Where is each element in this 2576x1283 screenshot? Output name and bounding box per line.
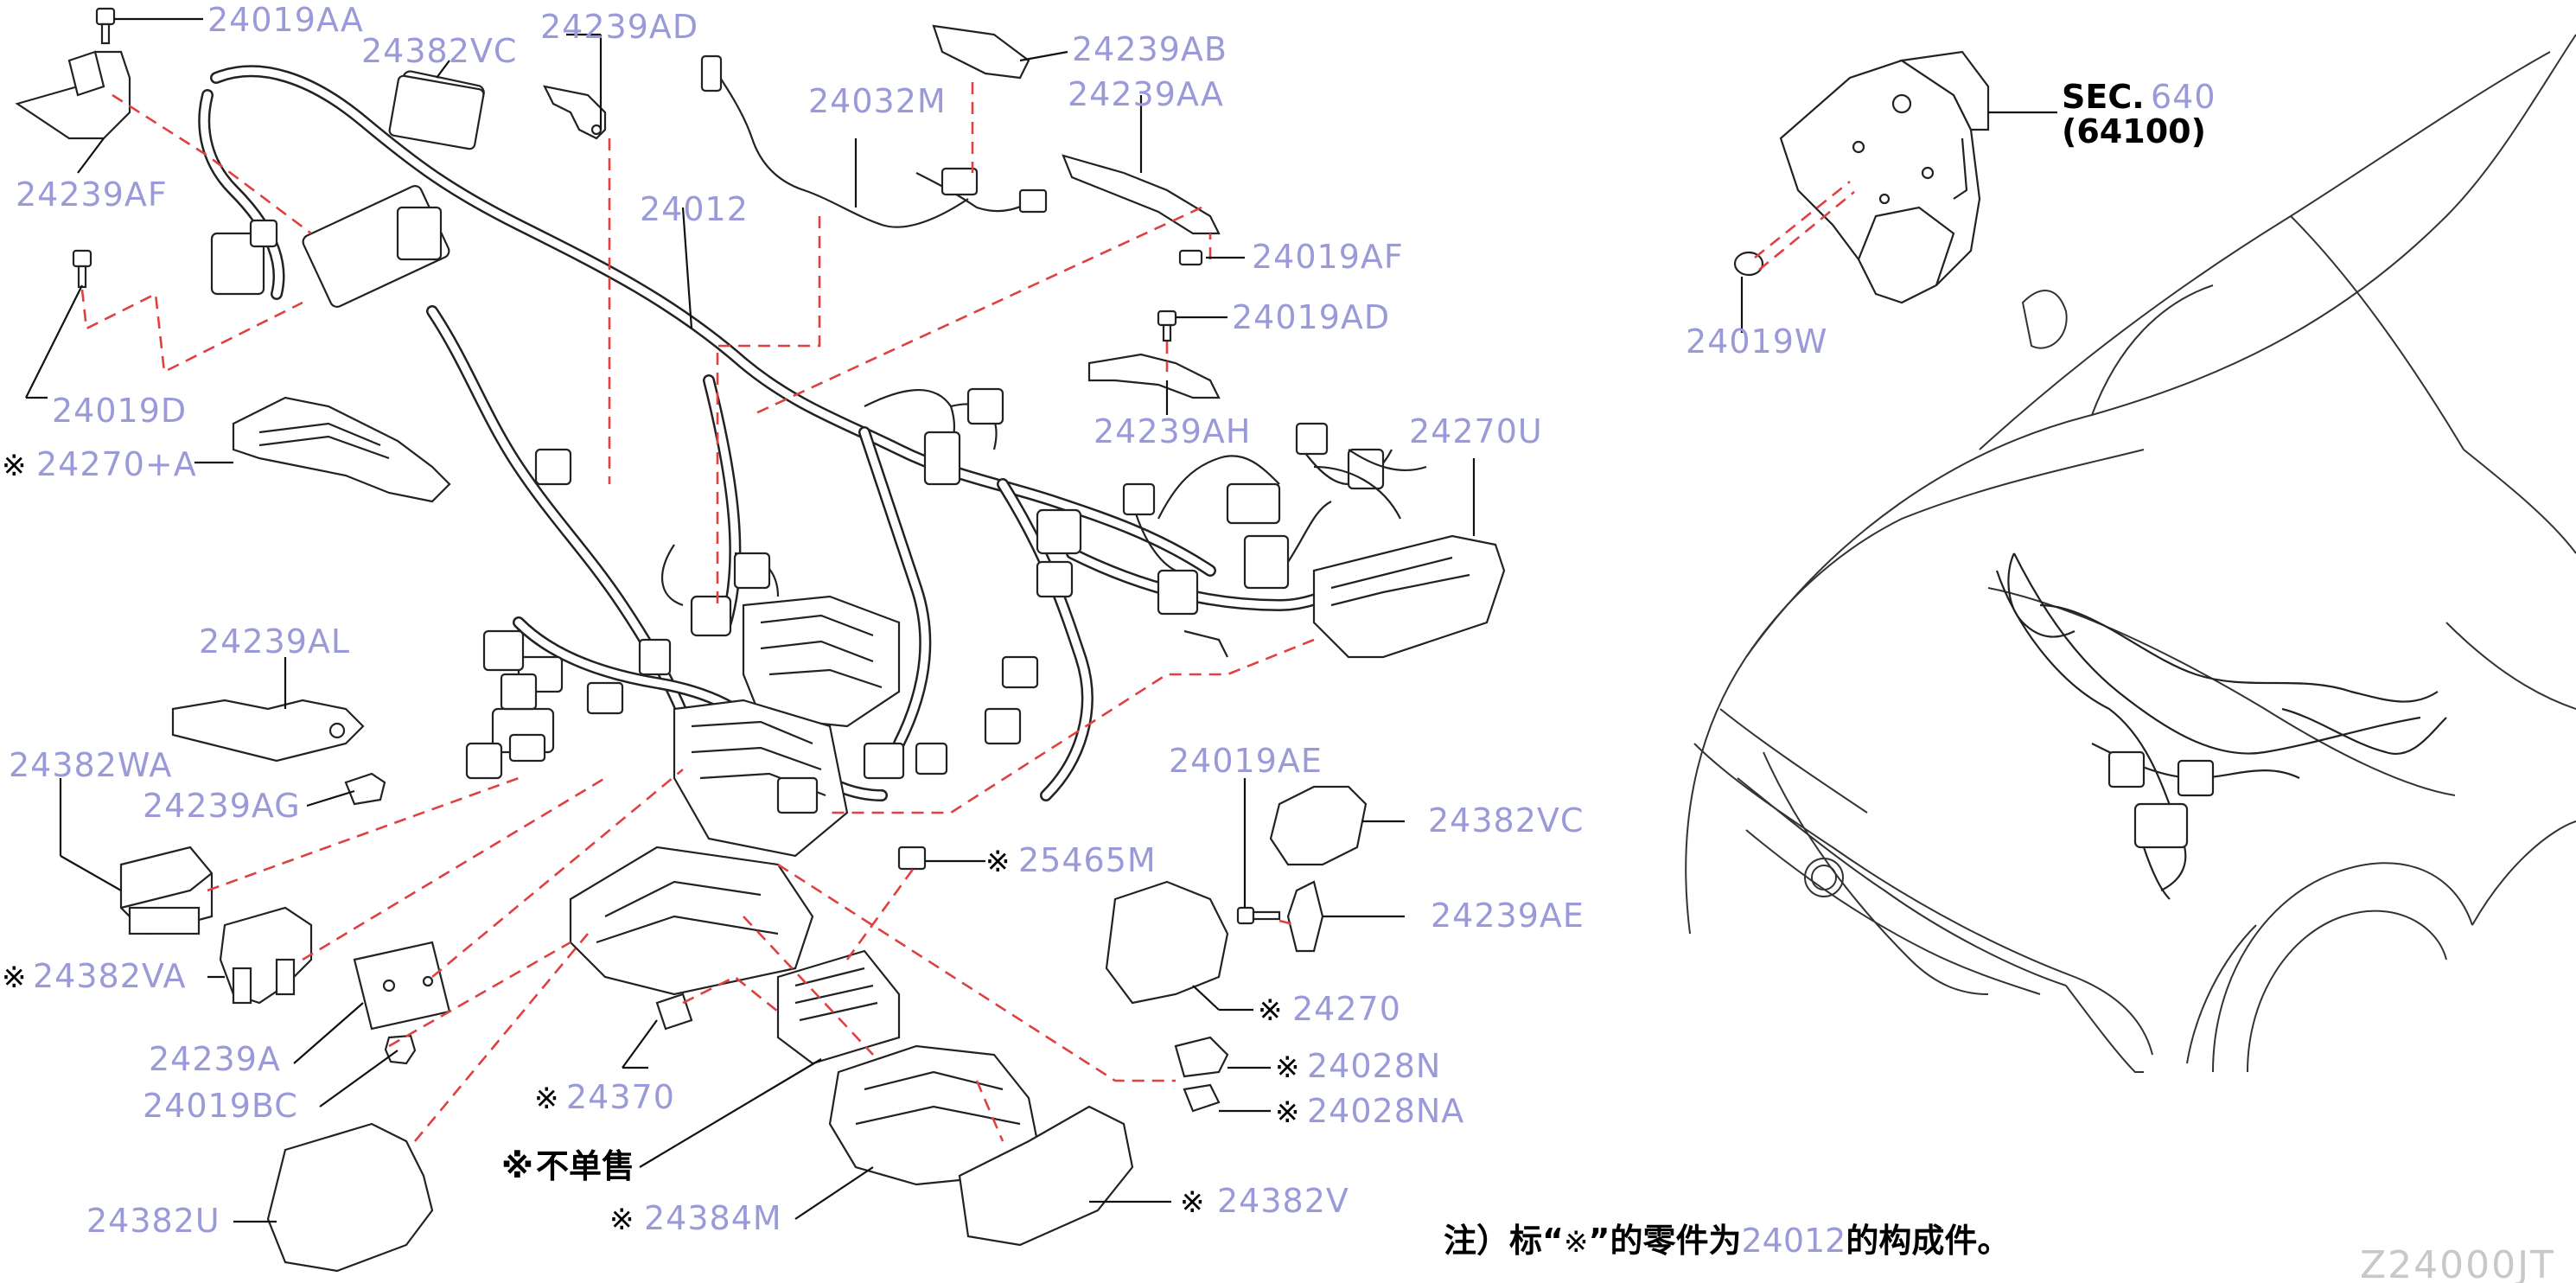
label-24382U[interactable]: 24382U (86, 1202, 220, 1240)
label-24019D[interactable]: 24019D (52, 392, 187, 430)
label-24239AE[interactable]: 24239AE (1431, 897, 1584, 935)
mark-24270: ※ (1258, 993, 1283, 1028)
label-24019W[interactable]: 24019W (1686, 322, 1827, 361)
label-24239AB[interactable]: 24239AB (1072, 30, 1227, 68)
mark-not-sold: ※ (501, 1147, 533, 1185)
mark-24270A: ※ (2, 449, 27, 483)
part-labels: 24019AA 24382VC 24239AD 24239AB 24032M 2… (2, 1, 2216, 1240)
label-24270[interactable]: 24270 (1292, 990, 1401, 1028)
label-24239A[interactable]: 24239A (149, 1040, 281, 1078)
mark-24370: ※ (534, 1082, 559, 1116)
label-24019BC[interactable]: 24019BC (143, 1087, 298, 1125)
label-24370[interactable]: 24370 (566, 1078, 675, 1116)
label-24239AH[interactable]: 24239AH (1094, 412, 1251, 450)
parts (15, 7, 1506, 1273)
footnote-prefix: 注）标“ (1444, 1222, 1564, 1260)
label-24019AA[interactable]: 24019AA (207, 1, 364, 39)
label-24384M[interactable]: 24384M (644, 1199, 782, 1237)
label-24239AF[interactable]: 24239AF (16, 176, 168, 214)
label-24382VC-top[interactable]: 24382VC (361, 32, 517, 70)
diagram-code: Z24000JT (2360, 1243, 2555, 1283)
footnote: 注）标“※”的零件为24012的构成件。 Z24000JT (1444, 1222, 2555, 1283)
sec640-bracket (1733, 50, 1990, 304)
mark-24028NA: ※ (1275, 1095, 1300, 1130)
label-sec-prefix[interactable]: SEC. (2062, 78, 2145, 116)
label-24239AD[interactable]: 24239AD (540, 8, 698, 46)
label-24239AA[interactable]: 24239AA (1068, 75, 1224, 113)
label-25465M[interactable]: 25465M (1018, 841, 1157, 879)
label-24019AD[interactable]: 24019AD (1232, 298, 1390, 336)
mark-24028N: ※ (1275, 1050, 1300, 1085)
label-24382V[interactable]: 24382V (1217, 1182, 1349, 1220)
mark-24382V: ※ (1180, 1185, 1205, 1220)
label-24012[interactable]: 24012 (640, 190, 749, 228)
footnote-part: 24012 (1741, 1222, 1846, 1260)
label-24270A[interactable]: 24270+A (36, 445, 197, 483)
footnote-suffix: 的构成件。 (1846, 1222, 2010, 1260)
label-24239AG[interactable]: 24239AG (143, 787, 301, 825)
label-24032M[interactable]: 24032M (808, 82, 947, 120)
main-harness-24012 (198, 65, 1393, 996)
label-24028N[interactable]: 24028N (1307, 1047, 1441, 1085)
mark-25465M: ※ (985, 845, 1011, 879)
footnote-middle: ”的零件为 (1588, 1222, 1741, 1260)
dashed-leaders (80, 82, 1315, 1142)
label-24239AL[interactable]: 24239AL (199, 622, 350, 661)
footnote-text: 注）标“※”的零件为24012的构成件。 (1444, 1222, 2010, 1260)
label-sec-number[interactable]: 640 (2151, 78, 2216, 116)
mark-24384M: ※ (609, 1203, 634, 1237)
label-sec-sub: (64100) (2062, 112, 2206, 150)
label-24382VA[interactable]: 24382VA (33, 957, 186, 995)
vehicle-outline (1685, 34, 2576, 1073)
label-24019AF[interactable]: 24019AF (1252, 238, 1404, 276)
label-24382WA[interactable]: 24382WA (9, 746, 172, 784)
label-24019AE[interactable]: 24019AE (1169, 742, 1323, 780)
mark-24382VA: ※ (2, 961, 27, 995)
footnote-symbol: ※ (1564, 1225, 1589, 1260)
label-24028NA[interactable]: 24028NA (1307, 1092, 1464, 1130)
leader-lines (25, 17, 2057, 1223)
label-not-sold: 不单售 (536, 1147, 634, 1185)
label-24382VC-right[interactable]: 24382VC (1428, 801, 1584, 839)
label-24270U[interactable]: 24270U (1409, 412, 1543, 450)
